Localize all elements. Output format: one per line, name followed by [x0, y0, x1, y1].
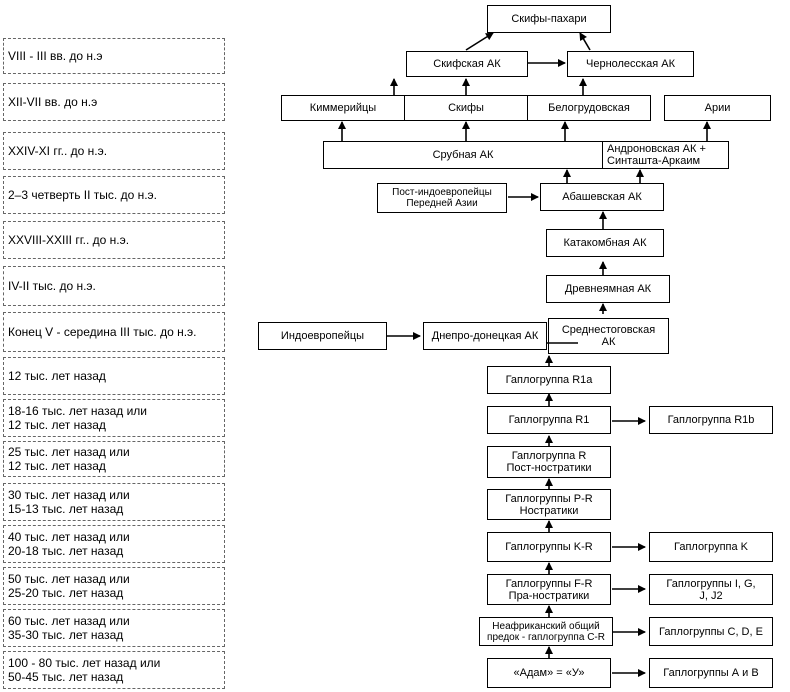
node-haplogroup-r1b: Гаплогруппа R1b: [649, 406, 773, 434]
node-haplogroups-a-b: Гаплогруппы А и В: [649, 658, 773, 688]
period-row: 2–3 четверть II тыс. до н.э.: [3, 176, 225, 214]
node-abashevskaya-ak: Абашевская АК: [540, 183, 664, 211]
period-row: VIII - III вв. до н.э: [3, 38, 225, 74]
node-dnepro-donetskaya-ak: Днепро-донецкая АК: [423, 322, 547, 350]
period-row: IV-II тыс. до н.э.: [3, 266, 225, 306]
node-skify-pahari: Скифы-пахари: [487, 5, 611, 33]
node-haplogroup-r1a: Гаплогруппа R1a: [487, 366, 611, 394]
node-srubnaya-ak: Срубная АК: [323, 141, 603, 169]
node-indoevropeytsy: Индоевропейцы: [258, 322, 387, 350]
node-kimmeriytsy: Киммерийцы: [281, 95, 405, 121]
period-row: Конец V - середина III тыс. до н.э.: [3, 312, 225, 352]
node-skifskaya-ak: Скифская АК: [406, 51, 528, 77]
node-katakombnaya-ak: Катакомбная АК: [546, 229, 664, 257]
node-haplogroup-k: Гаплогруппа K: [649, 532, 773, 562]
node-haplogroups-i-g-j: Гаплогруппы I, G,J, J2: [649, 574, 773, 605]
node-haplogroup-r1: Гаплогруппа R1: [487, 406, 611, 434]
node-andronovskaya-ak: Андроновская АК +Синташта-Аркаим: [602, 141, 729, 169]
period-row: 12 тыс. лет назад: [3, 357, 225, 395]
node-chernolesskaya-ak: Чернолесская АК: [567, 51, 694, 77]
arrow-chernoles-to-pahari: [579, 32, 591, 51]
node-drevneyamnaya-ak: Древнеямная АК: [546, 275, 670, 303]
node-haplogroups-k-r: Гаплогруппы K-R: [487, 532, 611, 562]
node-arii: Арии: [664, 95, 771, 121]
arrow-skifskaya-to-pahari: [465, 32, 494, 51]
period-row: XXIV-XI гг.. до н.э.: [3, 132, 225, 170]
node-haplogroups-c-d-e: Гаплогруппы C, D, E: [649, 617, 773, 646]
node-skify: Скифы: [404, 95, 528, 121]
period-row: XXVIII-XXIII гг.. до н.э.: [3, 221, 225, 259]
node-belogrudovskaya: Белогрудовская: [527, 95, 651, 121]
node-adam: «Адам» = «У»: [487, 658, 611, 688]
period-row: XII-VII вв. до н.э: [3, 83, 225, 121]
